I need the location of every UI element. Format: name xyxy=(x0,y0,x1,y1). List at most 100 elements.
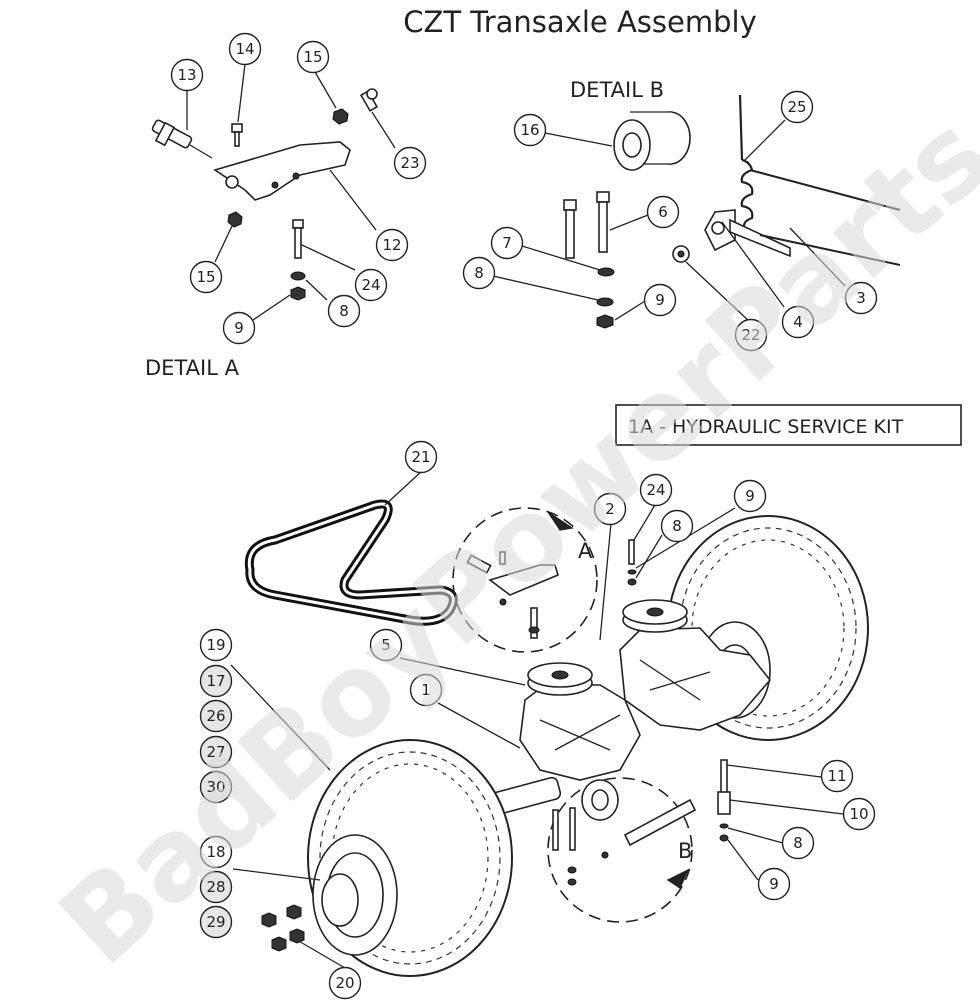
callout-20: 20 xyxy=(328,966,362,1000)
callout-8: 8 xyxy=(462,256,496,290)
callout-number: 25 xyxy=(787,98,806,116)
part-4-bracket xyxy=(704,209,791,258)
callout-number: 27 xyxy=(206,743,225,761)
callout-number: 9 xyxy=(234,319,244,337)
part-20-lug-nuts xyxy=(261,904,305,952)
part-22-bushing xyxy=(672,245,690,263)
detail-a-parts xyxy=(151,88,379,301)
callout-number: 8 xyxy=(793,834,803,852)
diagram-title: CZT Transaxle Assembly xyxy=(403,5,757,39)
part-13-switch xyxy=(151,119,213,159)
callout-8: 8 xyxy=(327,294,361,328)
callout-circle xyxy=(199,835,233,869)
callout-circle xyxy=(354,268,388,302)
callout-number: 15 xyxy=(303,48,322,66)
callout-22: 22 xyxy=(734,318,768,352)
hydraulic-kit-label: 1A - HYDRAULIC SERVICE KIT xyxy=(628,416,904,438)
part-23-pin xyxy=(359,88,379,112)
part-9-nut xyxy=(290,286,306,301)
callout-circle xyxy=(780,90,814,124)
callout-number: 8 xyxy=(672,517,682,535)
right-hardware xyxy=(627,539,731,842)
callout-number: 29 xyxy=(206,913,225,931)
callout-number: 30 xyxy=(206,778,225,796)
callout-circle xyxy=(222,311,256,345)
callout-30: 30 xyxy=(199,770,233,804)
callout-25: 25 xyxy=(780,90,814,124)
callout-number: 11 xyxy=(827,767,846,785)
callout-number: 5 xyxy=(381,636,391,654)
callout-16: 16 xyxy=(513,113,547,147)
hydraulic-kit-box: 1A - HYDRAULIC SERVICE KIT xyxy=(615,404,962,446)
callout-circle xyxy=(781,826,815,860)
callout-9: 9 xyxy=(733,479,767,513)
callout-number: 12 xyxy=(382,236,401,254)
callout-circle xyxy=(781,305,815,339)
part-8-washer-b xyxy=(596,297,614,307)
detail-b-parts xyxy=(563,94,901,329)
callout-circle xyxy=(757,867,791,901)
zoom-circle-b: B xyxy=(547,777,697,923)
callout-4: 4 xyxy=(781,305,815,339)
zoom-b-letter: B xyxy=(678,839,692,863)
callout-circle xyxy=(369,628,403,662)
callout-number: 1 xyxy=(421,681,431,699)
part-2-transaxle-right xyxy=(619,599,772,731)
callout-circle xyxy=(327,294,361,328)
callout-number: 17 xyxy=(206,672,225,690)
callout-number: 8 xyxy=(474,264,484,282)
callout-29: 29 xyxy=(199,905,233,939)
callout-circle xyxy=(820,759,854,793)
part-8-washer xyxy=(290,271,306,281)
zoom-circle-a: A xyxy=(452,507,598,653)
callout-11: 11 xyxy=(820,759,854,793)
callout-circle xyxy=(199,870,233,904)
part-9-nut-b xyxy=(596,314,614,329)
callout-circle xyxy=(189,260,223,294)
callout-number: 9 xyxy=(769,875,779,893)
callout-3: 3 xyxy=(844,281,878,315)
callout-2: 2 xyxy=(593,492,627,526)
callout-17: 17 xyxy=(199,664,233,698)
callout-number: 18 xyxy=(206,843,225,861)
part-7-washer xyxy=(597,267,615,277)
callout-13: 13 xyxy=(170,58,204,92)
callout-21: 21 xyxy=(404,440,438,474)
callout-circle xyxy=(199,628,233,662)
part-3-rod xyxy=(749,169,901,266)
callout-circle xyxy=(170,58,204,92)
callout-circle xyxy=(844,281,878,315)
callout-number: 23 xyxy=(400,154,419,172)
callout-circle xyxy=(375,228,409,262)
part-24-bolt xyxy=(292,219,304,259)
callout-26: 26 xyxy=(199,699,233,733)
callout-circle xyxy=(513,113,547,147)
callout-circle xyxy=(199,735,233,769)
callout-number: 21 xyxy=(411,448,430,466)
callout-number: 10 xyxy=(849,805,868,823)
callout-15: 15 xyxy=(296,40,330,74)
callout-circle xyxy=(733,479,767,513)
callout-19: 19 xyxy=(199,628,233,662)
callout-number: 22 xyxy=(741,326,760,344)
callout-number: 8 xyxy=(339,302,349,320)
callout-number: 19 xyxy=(206,636,225,654)
callout-5: 5 xyxy=(369,628,403,662)
callout-number: 26 xyxy=(206,707,225,725)
part-6-bolt xyxy=(596,191,610,253)
callout-1: 1 xyxy=(409,673,443,707)
part-bolt-left xyxy=(563,199,577,259)
callout-number: 7 xyxy=(502,234,512,252)
part-25-spring xyxy=(738,94,754,233)
callout-15: 15 xyxy=(189,260,223,294)
callout-number: 13 xyxy=(177,66,196,84)
callout-number: 24 xyxy=(646,481,665,499)
callout-23: 23 xyxy=(393,146,427,180)
part-1-transaxle-left xyxy=(488,662,641,816)
callout-number: 3 xyxy=(856,289,866,307)
callout-number: 15 xyxy=(196,268,215,286)
callout-18: 18 xyxy=(199,835,233,869)
callout-10: 10 xyxy=(842,797,876,831)
part-21-belt xyxy=(244,499,458,626)
